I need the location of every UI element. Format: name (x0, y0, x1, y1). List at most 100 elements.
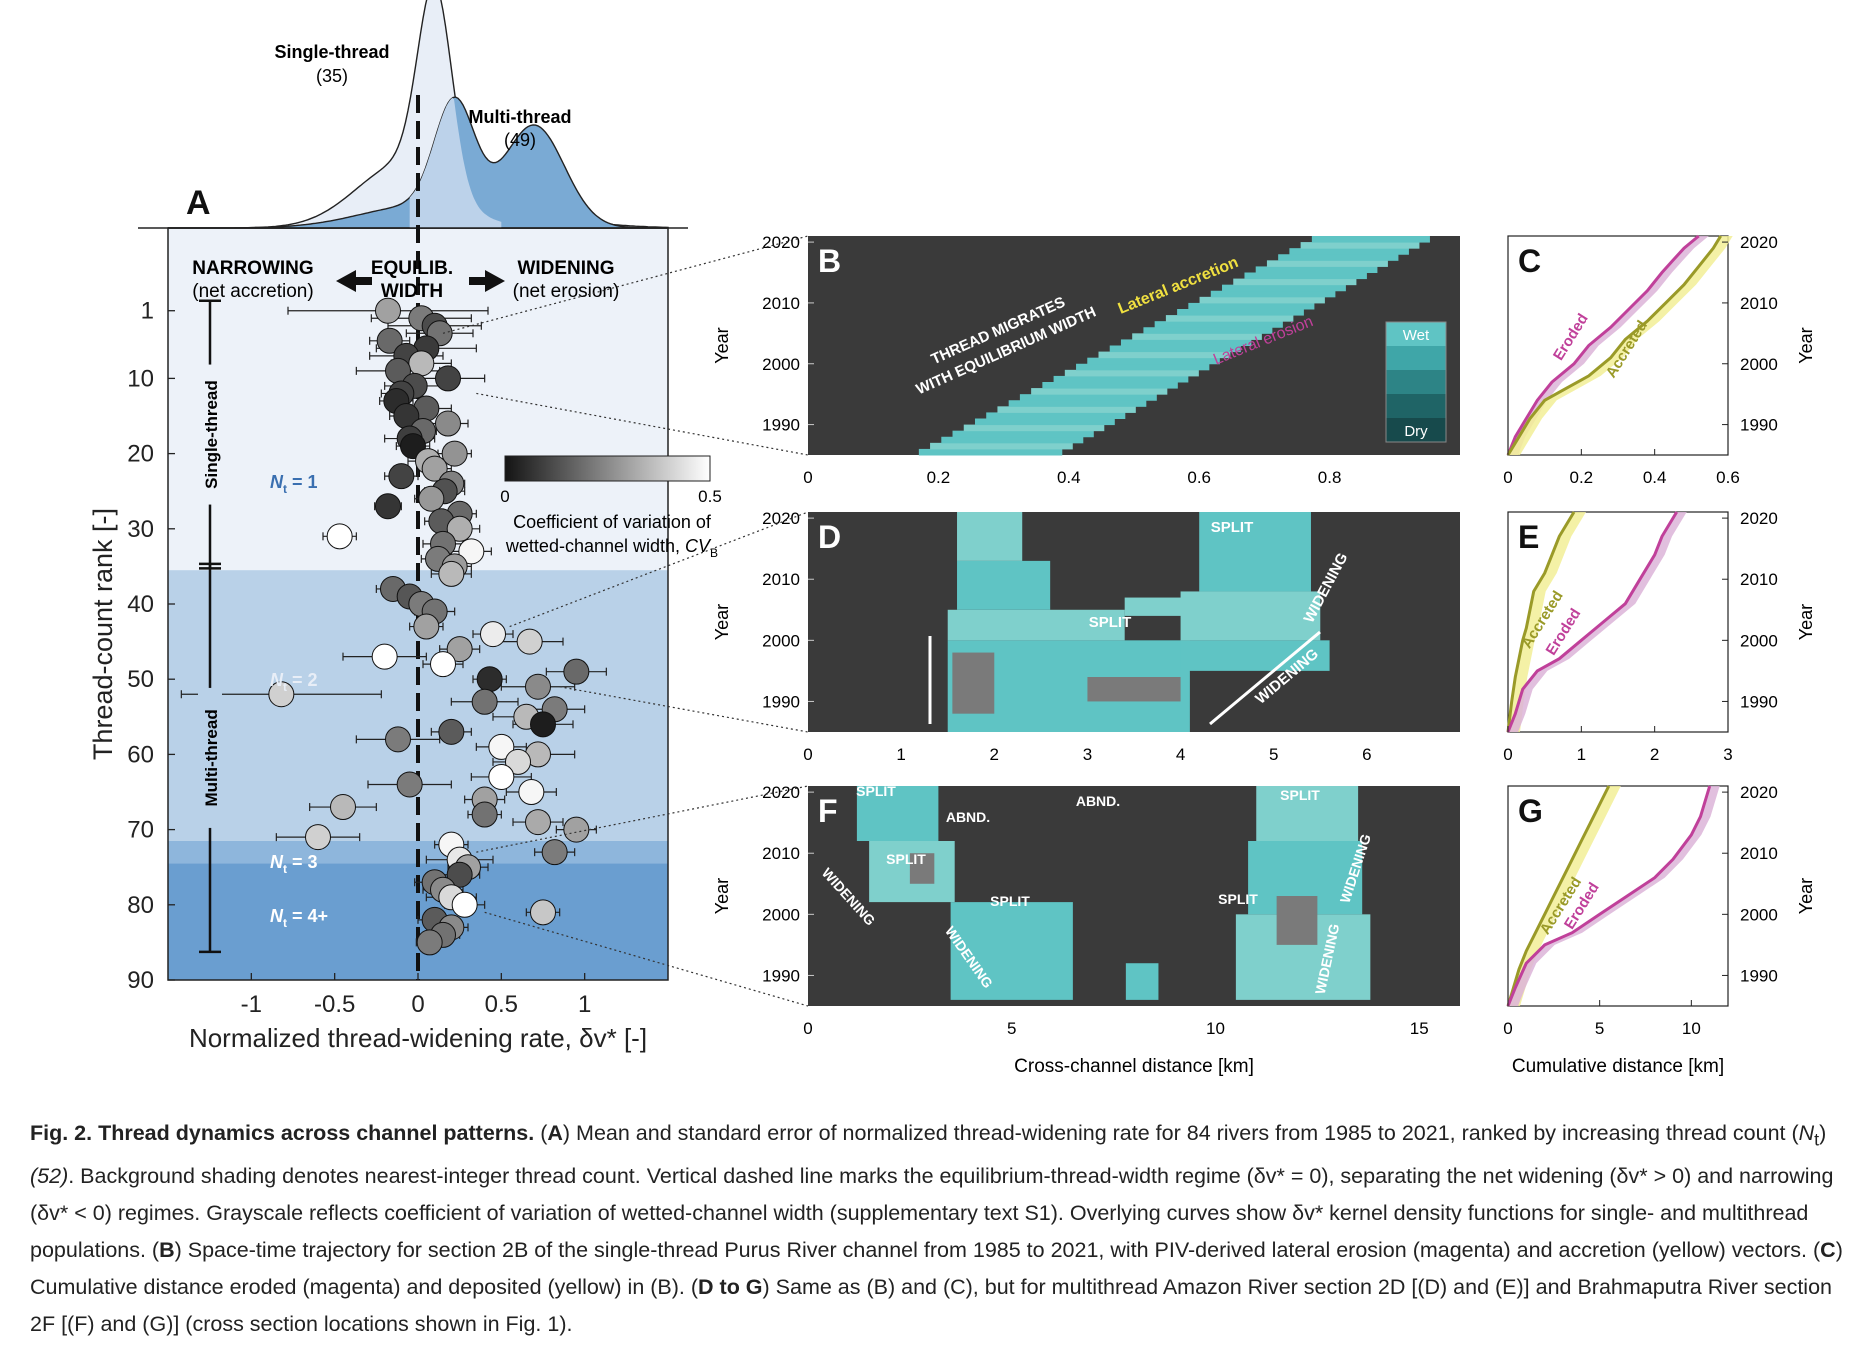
map-y-tick-label: 1990 (762, 966, 800, 985)
map-x-axis-label: Cross-channel distance [km] (1014, 1056, 1254, 1077)
cum-series-line (1506, 511, 1576, 733)
y-tick-label: 1 (141, 298, 154, 325)
y-tick-label: 60 (127, 741, 154, 768)
y-tick-label: 30 (127, 516, 154, 543)
regime-sublabel: (net accretion) (192, 281, 313, 302)
wet-cell (947, 609, 1125, 641)
cum-x-tick-label: 5 (1595, 1019, 1604, 1038)
cum-x-tick-label: 0.4 (1643, 468, 1667, 487)
panel-letter: C (1518, 243, 1541, 279)
wet-cell (957, 512, 1023, 561)
wet-cell (1124, 597, 1190, 616)
data-point (375, 297, 401, 324)
thread-count-label: Nt = 3 (270, 852, 318, 876)
caption-text: ) Space-time trajectory for section 2B o… (174, 1238, 1821, 1263)
kde-label: Multi-thread (469, 107, 572, 127)
map-x-tick-label: 6 (1362, 745, 1371, 764)
connector-line (484, 911, 809, 1007)
map-x-tick-label: 1 (896, 745, 905, 764)
wet-cell (1233, 278, 1357, 286)
regime-label: EQUILIB. (371, 258, 453, 279)
data-point (563, 816, 590, 843)
data-point (388, 463, 415, 490)
regime-label: NARROWING (192, 258, 313, 279)
cum-x-tick-label: 1 (1577, 745, 1586, 764)
cum-x-tick-label: 2 (1650, 745, 1659, 764)
cum-y-tick-label: 2020 (1740, 233, 1778, 252)
cum-y-axis-label: Year (1796, 604, 1816, 640)
arrow-left-icon (336, 270, 372, 292)
colorbar-min: 0 (500, 487, 509, 506)
wet-cell (1008, 400, 1147, 407)
group-label-bg (198, 364, 222, 505)
cum-x-tick-label: 3 (1723, 745, 1732, 764)
wet-cell (1266, 260, 1388, 267)
data-point (416, 929, 443, 956)
data-point (418, 485, 445, 512)
cum-band (1508, 786, 1621, 1006)
cum-y-axis-label: Year (1796, 327, 1816, 363)
map-y-tick-label: 2010 (762, 294, 800, 313)
data-point (530, 899, 556, 926)
map-y-axis-label: Year (712, 604, 732, 640)
legend-swatch (1386, 346, 1446, 370)
panel-letter: E (1518, 519, 1539, 555)
cum-y-tick-label: 1990 (1740, 692, 1778, 711)
wet-cell (1019, 394, 1157, 401)
colorbar-max: 0.5 (698, 487, 722, 506)
wet-cell (957, 560, 1051, 610)
cum-y-tick-label: 2000 (1740, 631, 1778, 650)
caption-text: ) Same as (B) and (C), but for multithre… (30, 1275, 1832, 1337)
caption-reference: (52) (30, 1164, 69, 1189)
cum-x-tick-label: 0.6 (1716, 468, 1740, 487)
cum-y-tick-label: 2000 (1740, 905, 1778, 924)
panel-letter: A (186, 184, 211, 222)
caption-text: ) (1819, 1121, 1827, 1145)
data-point (421, 455, 448, 482)
data-point (446, 861, 473, 888)
wet-cell (1311, 236, 1430, 243)
data-point (371, 643, 398, 670)
cum-series-line (1506, 235, 1722, 456)
wet-cell (1244, 272, 1367, 280)
caption-text: . Background shading denotes nearest-int… (30, 1164, 1834, 1263)
wet-cell (997, 406, 1136, 413)
cum-y-tick-label: 2020 (1740, 509, 1778, 528)
map-annotation: SPLIT (990, 893, 1030, 909)
map-y-tick-label: 2000 (762, 355, 800, 374)
wet-cell (1154, 321, 1283, 328)
kde-label: Single-thread (274, 42, 389, 62)
cum-series-line (1506, 785, 1611, 1007)
panel-letter: D (818, 519, 841, 555)
cum-x-axis-label: Cumulative distance [km] (1512, 1056, 1724, 1077)
regime-sublabel: WIDTH (381, 281, 443, 302)
wet-cell (1210, 290, 1336, 298)
wet-cell (1132, 333, 1262, 340)
map-annotation: SPLIT (856, 783, 896, 799)
wet-cell (1087, 357, 1220, 365)
data-point (446, 515, 473, 542)
dry-cell (952, 652, 995, 714)
map-y-tick-label: 2020 (762, 783, 800, 802)
dry-cell (909, 853, 935, 884)
legend-swatch (1386, 418, 1446, 442)
x-tick-label: -1 (241, 991, 262, 1018)
data-point (376, 327, 403, 354)
data-point (480, 621, 506, 648)
group-label: Single-thread (202, 380, 221, 489)
panel-a-kde (138, 0, 688, 229)
cum-y-axis-label: Year (1796, 878, 1816, 914)
map-x-tick-label: 10 (1206, 1019, 1225, 1038)
map-cells (918, 236, 1430, 456)
data-point (530, 711, 556, 738)
map-x-tick-label: 0.6 (1187, 468, 1211, 487)
y-tick-label: 80 (127, 892, 154, 919)
legend-label: Dry (1404, 423, 1428, 440)
map-x-tick-label: 5 (1007, 1019, 1016, 1038)
cum-band (1508, 512, 1687, 732)
wet-cell (1042, 382, 1178, 389)
wet-cell (986, 412, 1126, 419)
y-tick-label: 10 (127, 365, 154, 392)
caption-panel-ref: C (1820, 1238, 1836, 1263)
